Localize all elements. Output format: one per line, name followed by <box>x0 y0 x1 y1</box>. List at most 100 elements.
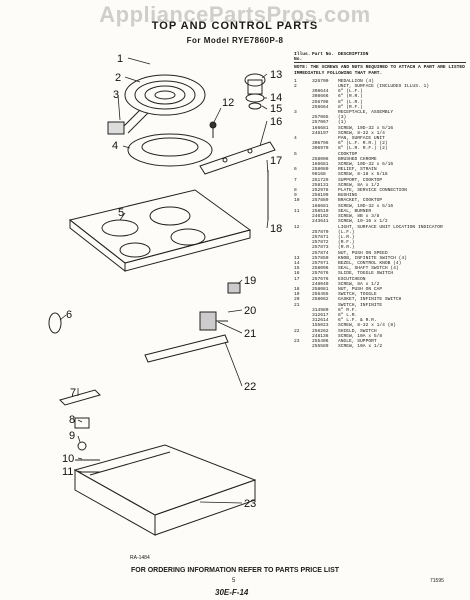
row-description: RELIEF, STRAIN <box>338 167 377 173</box>
row-description: NUT, PUSH ON SPEED <box>338 250 388 256</box>
row-part-no: 252978 <box>312 188 329 194</box>
drip-pan <box>127 133 213 167</box>
row-illus-no: 4 <box>294 136 297 142</box>
row-illus-no: 17 <box>294 276 300 282</box>
service-plate <box>74 417 90 429</box>
switch-shield <box>144 334 229 363</box>
row-part-no: 256262 <box>312 328 329 334</box>
form-code: 71595 <box>430 578 444 584</box>
row-description: KNOB, INFINITE SWITCH (4) <box>338 255 407 261</box>
row-description: PLATE, SERVICE CONNECTION <box>338 188 407 194</box>
row-part-no: 166681 <box>312 125 329 131</box>
row-part-no: 255589 <box>312 344 329 350</box>
callout-10: 10 <box>62 453 74 465</box>
callout-4: 4 <box>112 140 118 152</box>
parts-row: 5 COOKTOP <box>294 152 466 157</box>
row-part-no: 312614 <box>312 318 329 324</box>
row-illus-no: 2 <box>294 84 297 90</box>
row-illus-no: 13 <box>294 255 300 261</box>
row-description: SCREW, 8-32 x 1/4 <box>338 130 385 136</box>
row-description: (R.F.) <box>338 240 355 246</box>
row-description: SHIELD, SWITCH <box>338 328 377 334</box>
model-subtitle: For Model RYE7860P-8 <box>186 36 284 45</box>
callout-1: 1 <box>117 53 123 65</box>
row-illus-no: 16 <box>294 271 300 277</box>
row-part-no: 257067 <box>312 120 329 126</box>
row-illus-no <box>294 344 312 349</box>
infinite-switch <box>199 311 228 331</box>
row-description: 8" L.R. <box>338 312 358 318</box>
parts-row: 257873(R.R.) <box>294 245 466 250</box>
row-part-no: 166681 <box>312 162 329 168</box>
row-part-no: 257676 <box>312 276 329 282</box>
row-description: SCREW, 8B x 3/8 <box>338 214 380 220</box>
row-part-no: 257065 <box>312 115 329 121</box>
row-description: SWITCH, TOGGLE <box>338 292 377 298</box>
row-description: (R.R.) <box>338 245 355 251</box>
row-part-no: 248136 <box>312 333 329 339</box>
row-description: COOKTOP <box>338 151 358 157</box>
row-illus-no: 5 <box>294 151 297 157</box>
row-description: BEZEL, CONTROL KNOB (4) <box>338 260 402 266</box>
row-description: SWITCH, INFINITE <box>338 302 383 308</box>
row-illus-no: 3 <box>294 110 297 116</box>
row-illus-no: 21 <box>294 302 300 308</box>
row-part-no: 248040 <box>312 281 329 287</box>
callout-6: 6 <box>66 309 72 321</box>
row-part-no: 255406 <box>312 338 329 344</box>
row-illus-no: 20 <box>294 297 300 303</box>
row-description: 8" (R.F.) <box>338 104 363 110</box>
parts-row: 22 256262 SHIELD, SWITCH <box>294 329 466 334</box>
row-part-no: 257676 <box>312 271 329 277</box>
parts-row: 257065(3) <box>294 115 466 120</box>
row-description: 6" (L.F. R.R.) (2) <box>338 141 388 147</box>
row-description: SCREW, 8A x 1/2 <box>338 182 380 188</box>
document-number: RA-1484 <box>130 555 150 561</box>
row-part-no: 258131 <box>312 182 329 188</box>
callout-7: 7 <box>70 387 76 399</box>
row-description: (1) <box>338 120 347 126</box>
callout-9: 9 <box>69 430 75 442</box>
callout-19: 19 <box>244 275 256 287</box>
parts-row: 258131 SCREW, 8A x 1/2 <box>294 183 466 188</box>
parts-note: NOTE: THE SCREWS AND NUTS REQUIRED TO AT… <box>294 65 465 76</box>
callout-12: 12 <box>222 97 234 109</box>
row-description: 8" (L.R. R.F.) (2) <box>338 146 388 152</box>
row-part-no: 251729 <box>312 177 329 183</box>
parts-row: 257870(L.F.) <box>294 230 466 235</box>
header-illus-no: Illus. No. <box>294 52 311 63</box>
callout-21: 21 <box>244 328 256 340</box>
parts-row: 257871(L.R.) <box>294 235 466 240</box>
exploded-parts-diagram: 1 2 3 4 5 6 7 8 9 10 11 12 13 14 15 16 1… <box>48 53 282 536</box>
row-description: BRUSHED CHROME <box>338 156 377 162</box>
row-description: BRACKET, COOKTOP <box>338 198 383 204</box>
parts-row: 257067 (1) <box>294 120 466 125</box>
row-description: SCREW, 8-18 x 5/16 <box>338 172 388 178</box>
row-description: MEDALLION (4) <box>338 78 374 84</box>
callout-23: 23 <box>244 498 256 510</box>
callout-18: 18 <box>270 223 282 235</box>
surface-unit-element <box>119 74 206 134</box>
row-illus-no: 9 <box>294 193 297 199</box>
watermark-text: AppliancePartsPros.com <box>99 2 371 27</box>
row-description: GASKET, INFINITE SWITCH <box>338 297 402 303</box>
row-description: SUPPORT, COOKTOP <box>338 177 383 183</box>
row-part-no: 155023 <box>312 323 329 329</box>
row-description: SCREW, 8-32 x 1/4 (8) <box>338 323 396 329</box>
row-description: UNIT, SURFACE (INCLUDES ILLUS. 1) <box>338 84 429 90</box>
row-illus-no: 22 <box>294 328 300 334</box>
row-description: 6" (R.R.) <box>338 94 363 100</box>
row-part-no: 257889 <box>312 198 329 204</box>
